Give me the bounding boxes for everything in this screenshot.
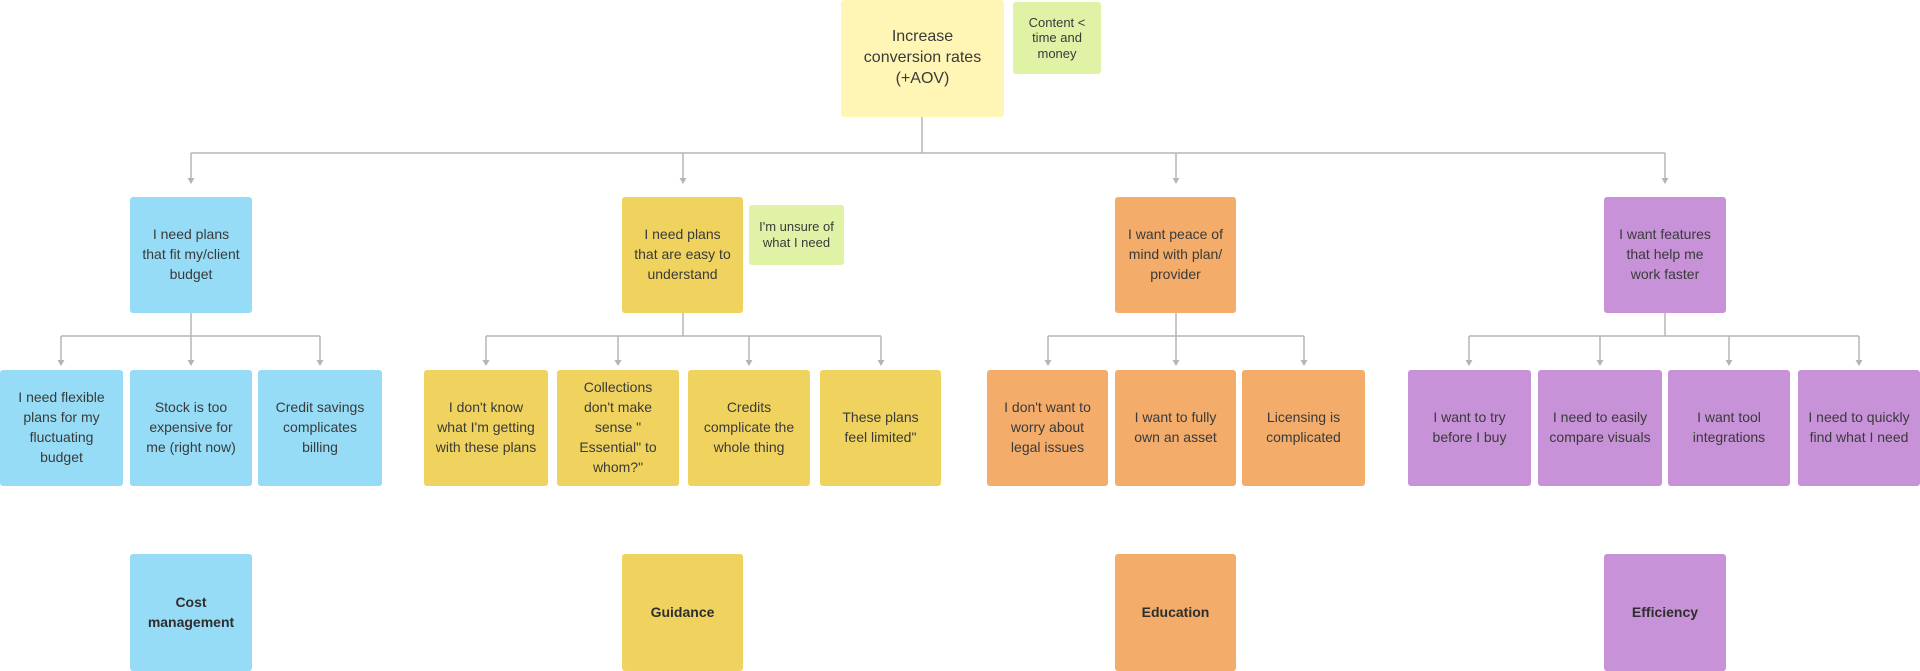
theme-label-text: Education <box>1141 603 1210 620</box>
pain-note-stock-expensive[interactable]: Stock is too expensive for me (right now… <box>130 370 252 486</box>
pain-text: Credits complicate the whole thing <box>703 399 795 455</box>
pain-text: I need to easily compare visuals <box>1549 409 1651 445</box>
need-note-budget[interactable]: I need plans that fit my/client budget <box>130 197 252 313</box>
arrowhead <box>877 360 885 366</box>
arrowhead <box>1596 360 1604 366</box>
arrowhead <box>1661 178 1669 184</box>
pain-note-compare-visuals[interactable]: I need to easily compare visuals <box>1538 370 1662 486</box>
pain-note-flexible-plans[interactable]: I need flexible plans for my fluctuating… <box>0 370 123 486</box>
pain-text: I want tool integrations <box>1692 409 1766 445</box>
theme-label-text: Efficiency <box>1631 603 1699 620</box>
need-text-faster: I want features that help me work faster <box>1619 226 1711 282</box>
arrowhead <box>679 178 687 184</box>
pain-note-collections[interactable]: Collections don't make sense " Essential… <box>557 370 679 486</box>
pain-text: Collections don't make sense " Essential… <box>579 379 657 475</box>
pain-note-own-asset[interactable]: I want to fully own an asset <box>1115 370 1236 486</box>
pain-text: I want to fully own an asset <box>1134 409 1217 445</box>
arrowhead <box>482 360 490 366</box>
pain-text: I want to try before I buy <box>1432 409 1507 445</box>
pain-note-credits-complicate[interactable]: Credits complicate the whole thing <box>688 370 810 486</box>
arrowhead <box>1172 178 1180 184</box>
pain-text: Licensing is complicated <box>1266 409 1341 445</box>
pain-text: Stock is too expensive for me (right now… <box>146 399 236 455</box>
root-goal-note[interactable]: Increase conversion rates (+AOV) <box>841 0 1004 117</box>
pain-text: I don't want to worry about legal issues <box>1004 399 1091 455</box>
theme-label-guidance[interactable]: Guidance <box>622 554 743 671</box>
pain-note-legal-issues[interactable]: I don't want to worry about legal issues <box>987 370 1108 486</box>
theme-label-text: Guidance <box>650 603 715 620</box>
theme-label-text: Cost management <box>147 593 235 630</box>
pain-note-licensing[interactable]: Licensing is complicated <box>1242 370 1365 486</box>
pain-text: These plans feel limited" <box>842 409 919 445</box>
arrowhead <box>745 360 753 366</box>
need-note-work-faster[interactable]: I want features that help me work faster <box>1604 197 1726 313</box>
need-text-peace: I want peace of mind with plan/ provider <box>1128 226 1223 282</box>
pain-note-quickly-find[interactable]: I need to quickly find what I need <box>1798 370 1920 486</box>
arrowhead <box>1855 360 1863 366</box>
arrowhead <box>187 360 195 366</box>
arrowhead <box>1725 360 1733 366</box>
theme-label-cost-management[interactable]: Cost management <box>130 554 252 671</box>
need-note-easy-to-understand[interactable]: I need plans that are easy to understand <box>622 197 743 313</box>
pain-note-tool-integrations[interactable]: I want tool integrations <box>1668 370 1790 486</box>
arrowhead <box>1044 360 1052 366</box>
need-note-peace-of-mind[interactable]: I want peace of mind with plan/ provider <box>1115 197 1236 313</box>
pain-note-try-before-buy[interactable]: I want to try before I buy <box>1408 370 1531 486</box>
arrowhead <box>614 360 622 366</box>
pain-note-dont-know[interactable]: I don't know what I'm getting with these… <box>424 370 548 486</box>
pain-text: I don't know what I'm getting with these… <box>435 399 537 455</box>
theme-label-education[interactable]: Education <box>1115 554 1236 671</box>
side-note-text: I'm unsure of what I need <box>759 219 834 250</box>
pain-note-credit-savings[interactable]: Credit savings complicates billing <box>258 370 382 486</box>
pain-note-plans-limited[interactable]: These plans feel limited" <box>820 370 941 486</box>
root-side-note[interactable]: Content < time and money <box>1013 2 1101 74</box>
guidance-side-note[interactable]: I'm unsure of what I need <box>749 205 844 265</box>
root-side-note-text: Content < time and money <box>1028 14 1086 61</box>
need-text-budget: I need plans that fit my/client budget <box>142 226 240 282</box>
pain-text: I need to quickly find what I need <box>1808 409 1910 445</box>
arrowhead <box>1172 360 1180 366</box>
pain-text: I need flexible plans for my fluctuating… <box>18 389 105 465</box>
arrowhead <box>57 360 65 366</box>
pain-text: Credit savings complicates billing <box>275 399 365 455</box>
arrowhead <box>1465 360 1473 366</box>
arrowhead <box>187 178 195 184</box>
root-goal-text: Increase conversion rates (+AOV) <box>863 28 982 87</box>
arrowhead <box>1300 360 1308 366</box>
theme-label-efficiency[interactable]: Efficiency <box>1604 554 1726 671</box>
need-text-easy: I need plans that are easy to understand <box>634 226 731 282</box>
arrowhead <box>316 360 324 366</box>
